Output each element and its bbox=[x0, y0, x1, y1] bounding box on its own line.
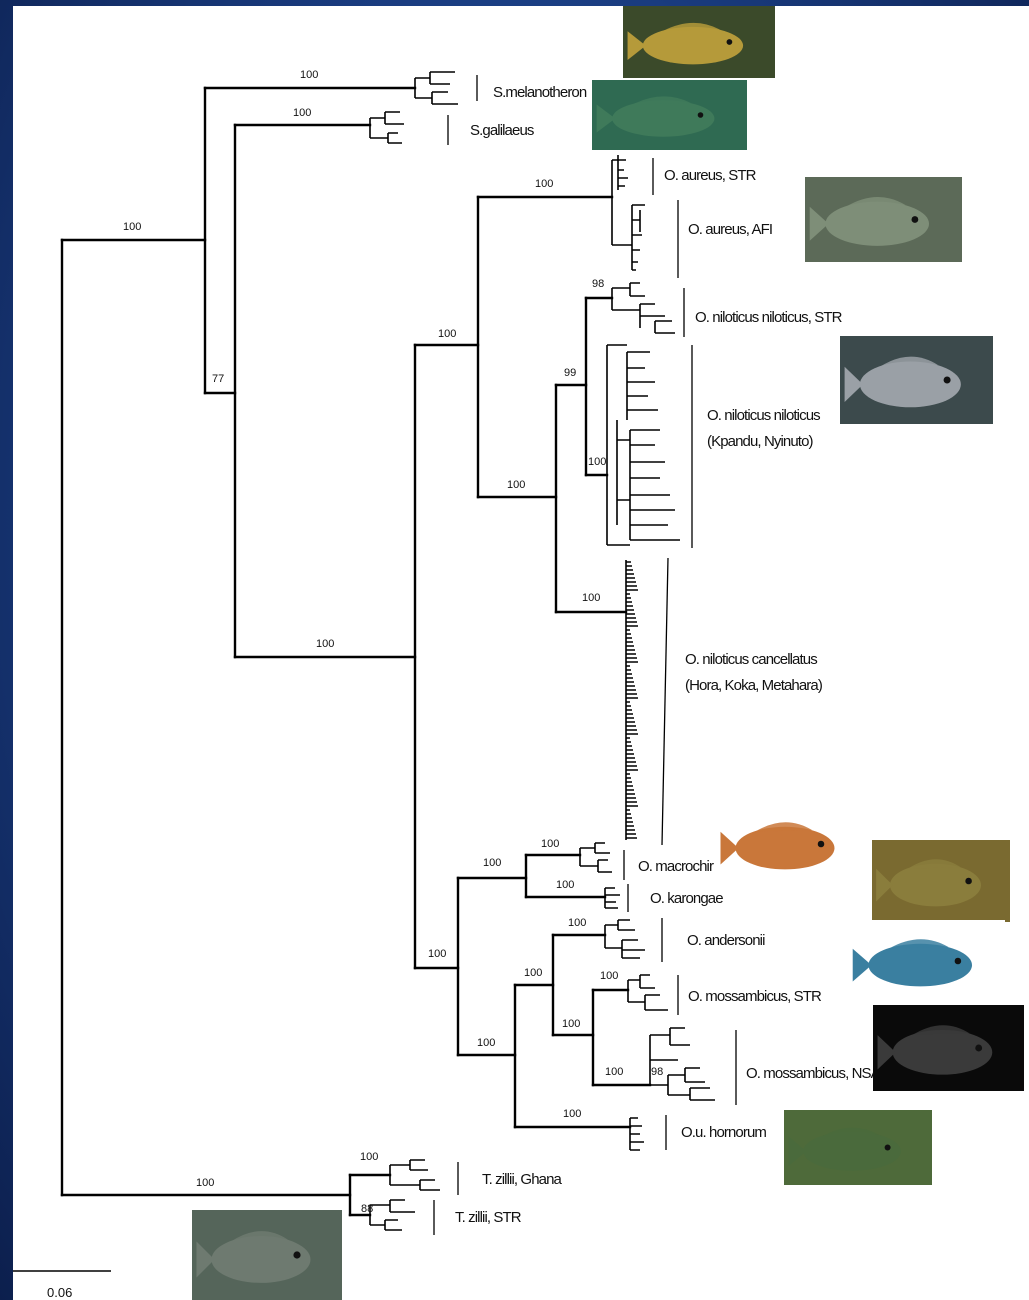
bootstrap-macrochir-karongae: 100 bbox=[483, 857, 501, 869]
bootstrap-andersonii: 100 bbox=[568, 917, 586, 929]
bootstrap-mossambicus-nsa: 100 bbox=[605, 1066, 623, 1078]
bootstrap-niloticus-kpandu: 99 bbox=[564, 367, 576, 379]
taxon-s-galilaeus: S.galilaeus bbox=[470, 122, 534, 139]
photo-blue-fish bbox=[848, 920, 1005, 1002]
taxon-o-mossambicus-nsa: O. mossambicus, NSA bbox=[746, 1065, 881, 1082]
bootstrap-tilapia: 100 bbox=[196, 1177, 214, 1189]
photo-dark-fish bbox=[873, 1005, 1024, 1091]
bootstrap-niloticus-str: 98 bbox=[592, 278, 604, 290]
taxon-o-andersonii: O. andersonii bbox=[687, 932, 765, 949]
bootstrap-t-zillii-str: 88 bbox=[361, 1203, 373, 1215]
bootstrap-niloticus-inner: 100 bbox=[588, 456, 606, 468]
taxon-t-zillii-str: T. zillii, STR bbox=[455, 1209, 522, 1226]
bootstrap-hornorum: 100 bbox=[563, 1108, 581, 1120]
photo-green-fish bbox=[592, 80, 747, 150]
bootstrap-cancellatus: 100 bbox=[582, 592, 600, 604]
taxon-o-aureus-str: O. aureus, STR bbox=[664, 167, 757, 184]
bootstrap-oreochromis: 100 bbox=[316, 638, 334, 650]
bootstrap-southern-group: 100 bbox=[428, 948, 446, 960]
taxon-o-aureus-afi: O. aureus, AFI bbox=[688, 221, 772, 238]
photo-yellow-fish bbox=[623, 6, 775, 78]
taxon-o-karongae: O. karongae bbox=[650, 890, 723, 907]
bootstrap-s-galilaeus: 100 bbox=[293, 107, 311, 119]
scale-bar-label: 0.06 bbox=[47, 1285, 72, 1300]
photo-pale-fish bbox=[840, 336, 993, 424]
bootstrap-root-upper: 100 bbox=[123, 221, 141, 233]
bootstrap-niloticus-aureus: 100 bbox=[438, 328, 456, 340]
taxon-o-macrochir: O. macrochir bbox=[638, 858, 714, 875]
taxon-o-cancellatus-line2: (Hora, Koka, Metahara) bbox=[685, 677, 823, 694]
bootstrap-karongae: 100 bbox=[556, 879, 574, 891]
bootstrap-t-zillii-ghana: 100 bbox=[360, 1151, 378, 1163]
photo-zillii-fish bbox=[192, 1210, 342, 1300]
bootstrap-niloticus-group: 100 bbox=[507, 479, 525, 491]
taxon-o-mossambicus-str: O. mossambicus, STR bbox=[688, 988, 822, 1005]
bootstrap-mossambicus-nsa-inner: 98 bbox=[651, 1066, 663, 1078]
photo-mottled-fish bbox=[784, 1110, 932, 1185]
photo-olive-fish bbox=[872, 840, 1010, 922]
taxon-o-niloticus-kpandu-line2: (Kpandu, Nyinuto) bbox=[707, 433, 814, 450]
bootstrap-mossambicus-group: 100 bbox=[477, 1037, 495, 1049]
taxon-s-melanotheron: S.melanotheron bbox=[493, 84, 587, 101]
bootstrap-macrochir: 100 bbox=[541, 838, 559, 850]
bootstrap-mossambicus-str: 100 bbox=[600, 970, 618, 982]
taxon-t-zillii-ghana: T. zillii, Ghana bbox=[482, 1171, 563, 1188]
bootstrap-andersonii-mossambicus: 100 bbox=[524, 967, 542, 979]
bootstrap-s-melanotheron: 100 bbox=[300, 69, 318, 81]
photo-orange-fish bbox=[716, 803, 866, 885]
bootstrap-mossambicus-str-nsa: 100 bbox=[562, 1018, 580, 1030]
bootstrap-sarotherodon-oreochromis: 77 bbox=[212, 373, 224, 385]
taxon-o-niloticus-kpandu-line1: O. niloticus niloticus bbox=[707, 407, 820, 424]
taxon-o-u-hornorum: O.u. hornorum bbox=[681, 1124, 766, 1141]
bootstrap-aureus: 100 bbox=[535, 178, 553, 190]
taxon-o-cancellatus-line1: O. niloticus cancellatus bbox=[685, 651, 817, 668]
photo-grey-green-fish bbox=[805, 177, 962, 262]
taxon-o-niloticus-str: O. niloticus niloticus, STR bbox=[695, 309, 843, 326]
